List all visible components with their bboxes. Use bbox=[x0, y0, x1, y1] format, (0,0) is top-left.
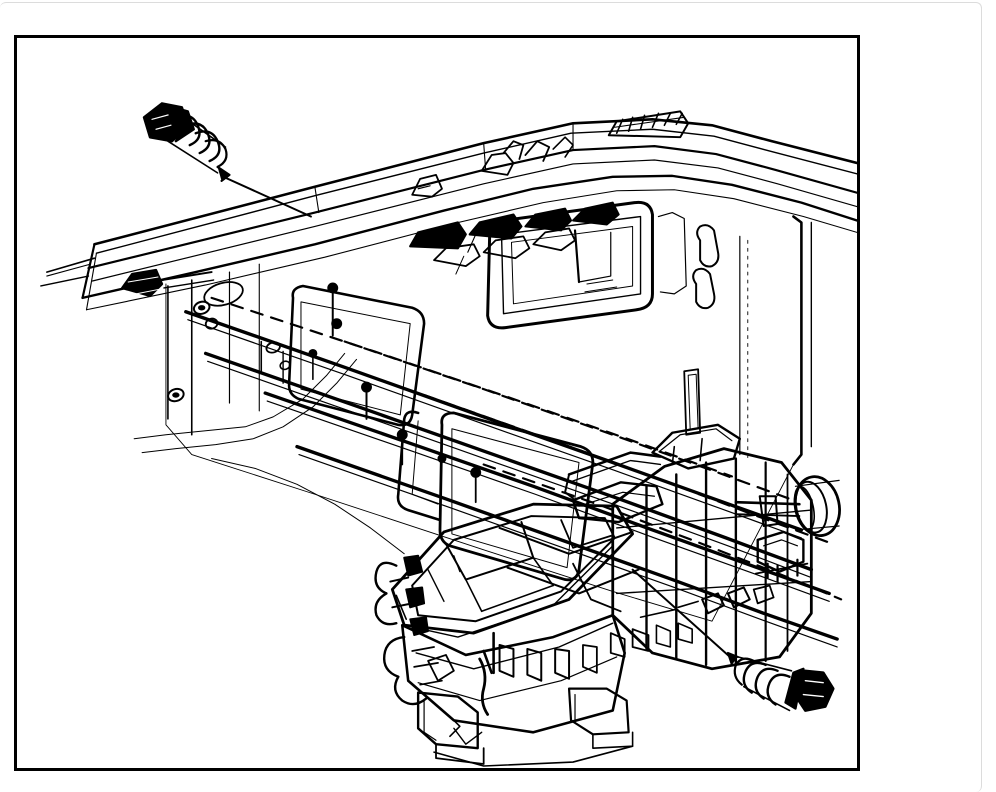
case-bottom-hardware bbox=[478, 622, 693, 716]
blower-motor bbox=[734, 475, 841, 537]
dash-panel-seams bbox=[739, 235, 749, 459]
case-mount-brackets bbox=[416, 687, 634, 767]
cowl-stamping-detail bbox=[411, 110, 690, 198]
electrical-connector bbox=[754, 530, 809, 583]
dash-panel-slots bbox=[683, 224, 720, 436]
cowl-panel bbox=[40, 118, 857, 311]
firewall-opening-upper bbox=[287, 284, 426, 427]
bolt-upper-left bbox=[142, 102, 312, 218]
service-diagram-illustration bbox=[17, 38, 857, 768]
windshield-aperture bbox=[455, 200, 687, 330]
bolt-lower-right bbox=[631, 568, 835, 712]
figure-frame bbox=[14, 35, 860, 771]
case-retaining-clips bbox=[639, 584, 775, 619]
duct-and-hose-stubs bbox=[374, 554, 455, 706]
cowl-clamp-left bbox=[121, 268, 215, 298]
guide-rail-studs bbox=[260, 282, 482, 504]
install-guide-rails-inner bbox=[187, 319, 838, 648]
